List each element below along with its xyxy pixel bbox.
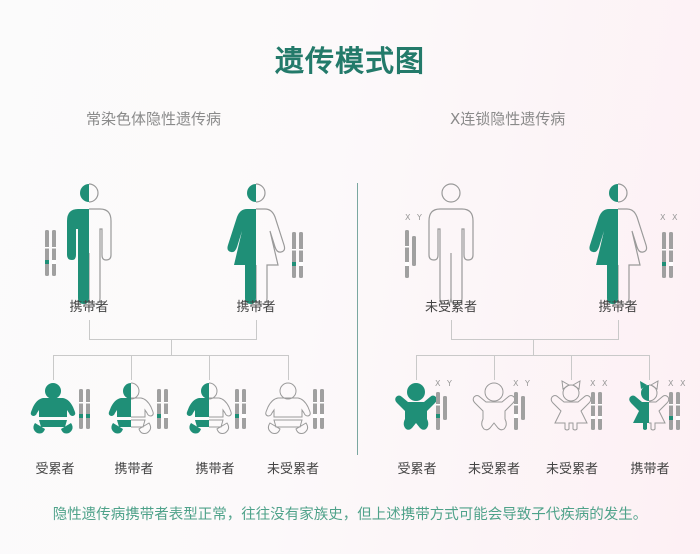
connector-line bbox=[451, 339, 619, 340]
child-label: 未受累者 bbox=[467, 462, 520, 477]
connector-line bbox=[533, 339, 534, 355]
chromosome-label: X Y bbox=[513, 379, 532, 388]
child-label: 受累者 bbox=[397, 462, 437, 477]
child-label: 携带者 bbox=[114, 462, 154, 477]
parent-label: 未受累者 bbox=[424, 300, 477, 315]
chromosome-label: X Y bbox=[405, 213, 424, 222]
male-unaffected-icon bbox=[428, 183, 474, 305]
baby-unaffected-icon bbox=[265, 382, 311, 434]
connector-line bbox=[171, 339, 172, 355]
baby-affected-icon bbox=[30, 383, 76, 434]
girl-unaffected-icon bbox=[550, 380, 592, 431]
child-label: 未受累者 bbox=[545, 462, 598, 477]
boy-affected-icon bbox=[395, 383, 437, 430]
connector-line bbox=[451, 320, 452, 339]
chromosome-xy-icon bbox=[405, 230, 416, 278]
connector-line bbox=[494, 355, 495, 380]
chromosome-pair-icon bbox=[45, 230, 56, 276]
connector-line bbox=[131, 355, 132, 380]
chromosome-label: X Y bbox=[435, 379, 454, 388]
chromosome-label: X X bbox=[660, 213, 680, 222]
chromosome-label: X X bbox=[590, 379, 610, 388]
child-label: 携带者 bbox=[630, 462, 670, 477]
child-label: 受累者 bbox=[35, 462, 75, 477]
panel-divider bbox=[357, 183, 358, 455]
parent-label: 携带者 bbox=[69, 300, 109, 315]
connector-line bbox=[256, 320, 257, 339]
connector-line bbox=[89, 339, 257, 340]
girl-carrier-icon bbox=[629, 380, 670, 431]
chromosome-xy-icon bbox=[436, 392, 447, 430]
connector-line bbox=[53, 355, 289, 356]
child-label: 未受累者 bbox=[266, 462, 319, 477]
autosomal-recessive-heading: 常染色体隐性遗传病 bbox=[86, 110, 222, 128]
chromosome-pair-icon bbox=[313, 389, 324, 429]
child-label: 携带者 bbox=[195, 462, 235, 477]
chromosome-xx-icon bbox=[662, 232, 673, 278]
connector-line bbox=[288, 355, 289, 380]
connector-line bbox=[416, 355, 650, 356]
chromosome-pair-icon bbox=[157, 389, 168, 429]
parent-label: 携带者 bbox=[236, 300, 276, 315]
connector-line bbox=[571, 355, 572, 380]
connector-line bbox=[89, 320, 90, 339]
chromosome-pair-icon bbox=[235, 389, 246, 429]
male-carrier-icon bbox=[67, 183, 112, 305]
footnote: 隐性遗传病携带者表型正常，往往没有家族史，但上述携带方式可能会导致子代疾病的发生… bbox=[52, 507, 648, 523]
chromosome-label: X X bbox=[668, 379, 688, 388]
chromosome-pair-icon bbox=[292, 232, 303, 278]
x-linked-recessive-heading: X连锁隐性遗传病 bbox=[450, 110, 566, 128]
chromosome-xy-icon bbox=[514, 392, 525, 430]
page-title: 遗传模式图 bbox=[274, 44, 425, 78]
connector-line bbox=[618, 320, 619, 339]
connector-line bbox=[209, 355, 210, 380]
connector-line bbox=[649, 355, 650, 380]
parent-label: 携带者 bbox=[598, 300, 638, 315]
connector-line bbox=[416, 355, 417, 380]
boy-unaffected-icon bbox=[472, 382, 516, 431]
chromosome-pair-icon bbox=[79, 389, 90, 429]
connector-line bbox=[53, 355, 54, 380]
female-carrier-icon bbox=[589, 183, 648, 305]
chromosome-xx-icon bbox=[669, 392, 680, 430]
chromosome-xx-icon bbox=[591, 392, 602, 430]
baby-carrier-icon bbox=[108, 382, 154, 434]
baby-carrier-icon bbox=[186, 382, 232, 434]
female-carrier-icon bbox=[227, 183, 286, 305]
